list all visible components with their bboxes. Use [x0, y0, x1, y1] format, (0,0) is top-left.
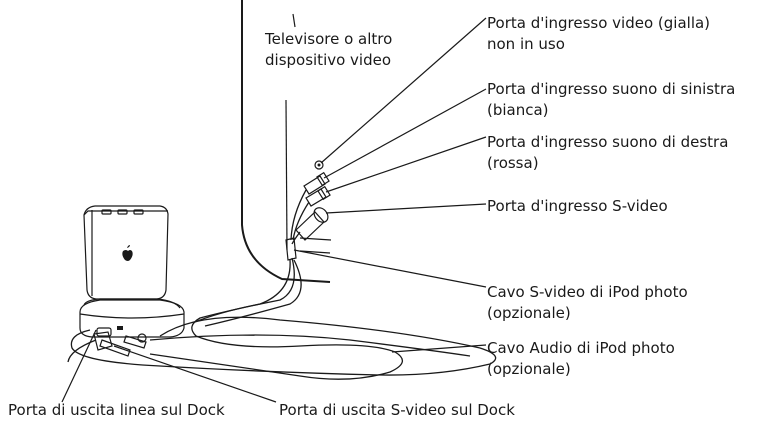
svideo-cable-label-line-1: Cavo S-video di iPod photo — [487, 283, 688, 301]
audio-cable-label-line-1: Cavo Audio di iPod photo — [487, 339, 675, 357]
tv-ports — [285, 160, 331, 261]
svideo-cable-label-line-2: (opzionale) — [487, 304, 571, 322]
video-in-label-line-2: non in uso — [487, 35, 565, 53]
dock-svideo-out-label: Porta di uscita S-video sul Dock — [279, 400, 515, 421]
dock-svideo-out-label-line-1: Porta di uscita S-video sul Dock — [279, 401, 515, 419]
dock-line-out-label-line-1: Porta di uscita linea sul Dock — [8, 401, 225, 419]
svideo-cable-label: Cavo S-video di iPod photo (opzionale) — [487, 282, 688, 324]
ipod — [83, 205, 169, 300]
audio-right-label-line-2: (rossa) — [487, 154, 539, 172]
audio-cable-label-line-2: (opzionale) — [487, 360, 571, 378]
tv-panel — [241, 0, 332, 283]
audio-left-label-line-2: (bianca) — [487, 101, 549, 119]
svideo-in-label-line-1: Porta d'ingresso S-video — [487, 197, 668, 215]
dock — [67, 298, 185, 363]
audio-cable-label: Cavo Audio di iPod photo (opzionale) — [487, 338, 675, 380]
svideo-in-label: Porta d'ingresso S-video — [487, 196, 668, 217]
cables — [70, 189, 497, 380]
video-in-label: Porta d'ingresso video (gialla) non in u… — [487, 13, 710, 55]
dock-line-out-label: Porta di uscita linea sul Dock — [8, 400, 225, 421]
tv-label-line-2: dispositivo video — [265, 51, 392, 69]
video-in-label-line-1: Porta d'ingresso video (gialla) — [487, 14, 711, 32]
audio-right-label-line-1: Porta d'ingresso suono di destra — [487, 133, 729, 151]
audio-right-label: Porta d'ingresso suono di destra (rossa) — [487, 132, 728, 174]
tv-label-line-1: Televisore o altro — [265, 30, 393, 48]
tv-label: Televisore o altro dispositivo video — [265, 29, 392, 71]
leader-lines — [61, 17, 487, 403]
audio-left-label: Porta d'ingresso suono di sinistra (bian… — [487, 79, 735, 121]
audio-left-label-line-1: Porta d'ingresso suono di sinistra — [487, 80, 736, 98]
